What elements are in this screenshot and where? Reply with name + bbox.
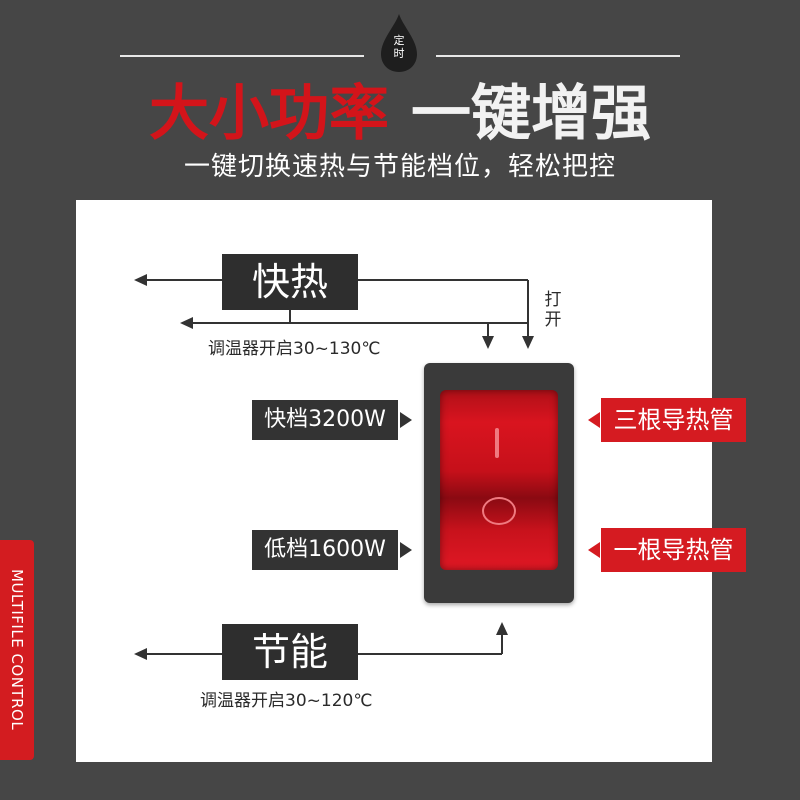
page-subtitle: 一键切换速热与节能档位，轻松把控	[183, 152, 616, 182]
timer-badge-line1: 定	[393, 34, 405, 47]
arrow-up-icon	[496, 622, 508, 635]
title-white-part: 一键增强	[411, 79, 651, 149]
eco-label: 节能	[222, 624, 358, 680]
header-rule-right	[436, 55, 680, 57]
arrow-down-icon	[522, 336, 534, 349]
fast-heat-note: 调温器开启30~130℃	[208, 339, 381, 359]
header-rule-left	[120, 55, 364, 57]
open-label: 打 开	[543, 290, 563, 330]
timer-badge-text: 定 时	[377, 34, 421, 60]
title-red-part: 大小功率	[149, 79, 389, 149]
arrow-right-icon	[400, 542, 412, 558]
fast-heat-label: 快热	[222, 254, 358, 310]
rocker-button[interactable]	[440, 390, 558, 570]
off-mark-icon	[482, 497, 516, 525]
diagram-panel	[76, 200, 712, 762]
arrow-left-icon	[588, 542, 600, 558]
side-tab-text: MULTIFILE CONTROL	[8, 569, 26, 731]
arrow-left-icon	[180, 317, 193, 329]
three-tubes-tag: 三根导热管	[601, 398, 746, 442]
side-tab	[0, 540, 34, 760]
high-power-tag: 快档3200W	[252, 400, 398, 440]
page-title: 大小功率一键增强	[0, 78, 800, 150]
low-power-tag: 低档1600W	[252, 530, 398, 570]
arrow-left-icon	[134, 648, 147, 660]
timer-badge-line2: 时	[393, 47, 405, 60]
open-char-1: 打	[544, 290, 562, 310]
timer-drop-icon	[381, 14, 417, 72]
on-mark-icon	[495, 428, 499, 458]
one-tube-tag: 一根导热管	[601, 528, 746, 572]
open-char-2: 开	[544, 310, 562, 330]
arrow-down-icon	[482, 336, 494, 349]
arrow-left-icon	[588, 412, 600, 428]
arrow-left-icon	[134, 274, 147, 286]
arrow-right-icon	[400, 412, 412, 428]
eco-note: 调温器开启30~120℃	[200, 691, 373, 711]
